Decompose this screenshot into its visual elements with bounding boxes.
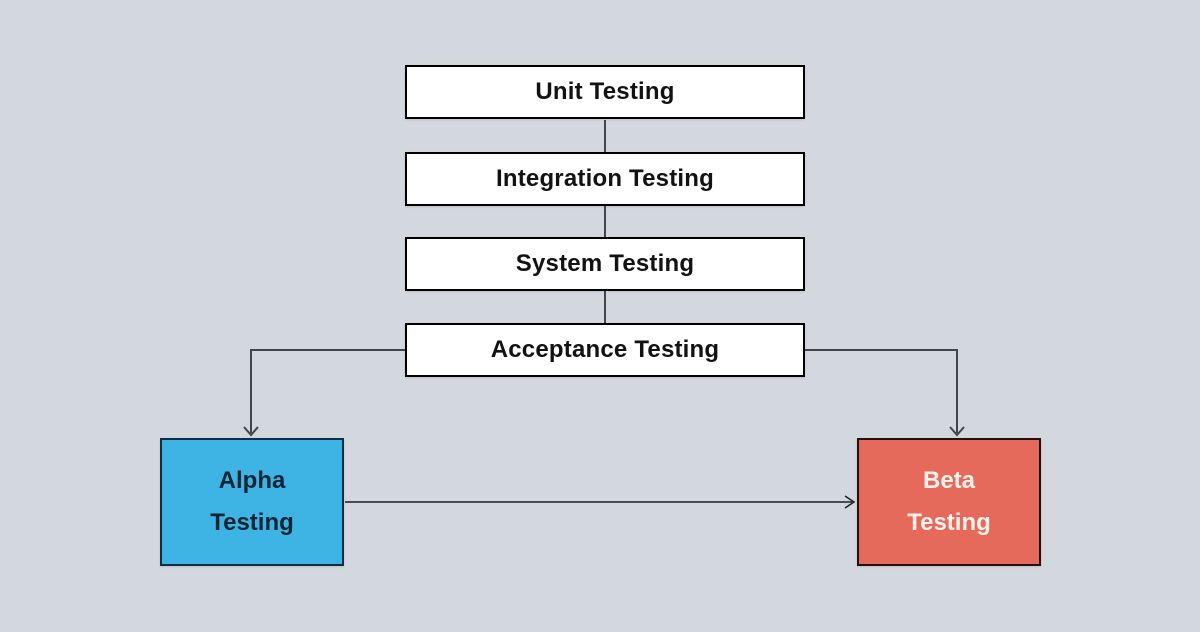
- arrowhead-right-icon: [844, 495, 856, 509]
- node-label: Unit Testing: [535, 78, 675, 105]
- edge-alpha-to-beta: [345, 495, 856, 509]
- arrowhead-down-icon: [949, 426, 965, 437]
- edge-acceptance-to-alpha: [243, 349, 405, 437]
- node-label: Integration Testing: [495, 165, 715, 192]
- node-label: Alpha Testing: [210, 467, 294, 536]
- node-label: System Testing: [515, 250, 695, 277]
- node-label: Acceptance Testing: [490, 336, 720, 363]
- node-beta-testing: Beta Testing: [857, 438, 1041, 566]
- node-unit-testing: Unit Testing: [405, 65, 805, 119]
- edge-acceptance-to-beta: [805, 349, 965, 437]
- node-integration-testing: Integration Testing: [405, 152, 805, 206]
- node-alpha-testing: Alpha Testing: [160, 438, 344, 566]
- arrowhead-down-icon: [243, 426, 259, 437]
- node-label: Beta Testing: [907, 467, 991, 536]
- node-acceptance-testing: Acceptance Testing: [405, 323, 805, 377]
- node-system-testing: System Testing: [405, 237, 805, 291]
